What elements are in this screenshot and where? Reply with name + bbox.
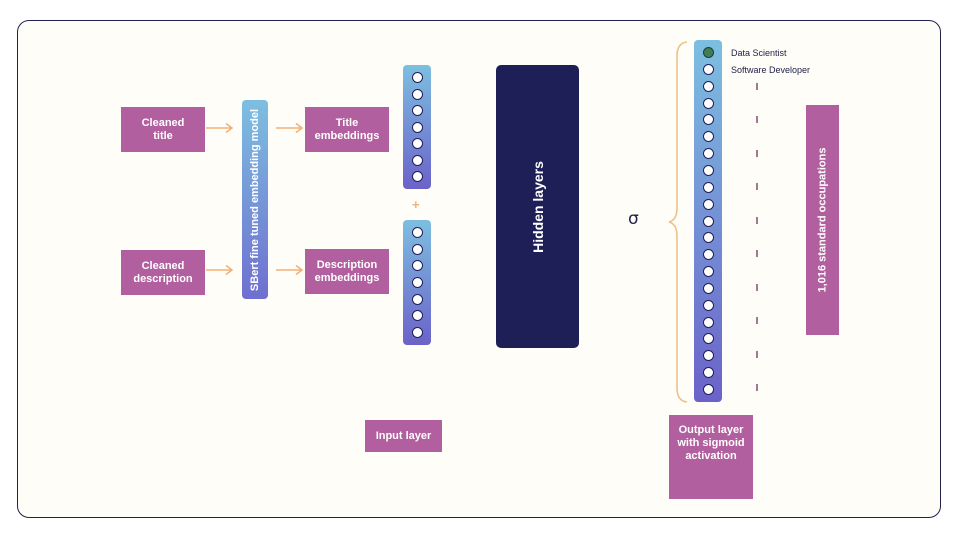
ellipsis-mark bbox=[756, 183, 758, 191]
sbert-model-label: SBert fine tuned embedding model bbox=[249, 108, 261, 291]
title-embeddings-box: Title embeddings bbox=[305, 107, 389, 152]
output-node bbox=[702, 114, 714, 126]
description-embedding-node bbox=[411, 260, 423, 272]
title-embedding-node bbox=[411, 105, 423, 116]
ellipsis-mark bbox=[756, 116, 758, 124]
description-embeddings-box: Description embeddings bbox=[305, 249, 389, 294]
output-node bbox=[702, 63, 714, 75]
output-node bbox=[702, 148, 714, 160]
cleaned-title-box: Cleaned title bbox=[121, 107, 205, 152]
ellipsis-mark bbox=[756, 283, 758, 291]
hidden-layers-label: Hidden layers bbox=[529, 160, 546, 253]
node-label-data-scientist: Data Scientist bbox=[731, 48, 787, 58]
standard-occupations-box: 1,016 standard occupations bbox=[806, 105, 839, 335]
description-embedding-node bbox=[411, 277, 423, 288]
output-layer-label: Output layer with sigmoid activation bbox=[677, 424, 745, 462]
input-layer-label: Input layer bbox=[375, 429, 432, 442]
output-node bbox=[702, 80, 714, 92]
description-embedding-node bbox=[411, 293, 423, 305]
output-node bbox=[702, 164, 714, 176]
output-node bbox=[702, 266, 714, 278]
output-node bbox=[702, 97, 714, 109]
title-embedding-node bbox=[411, 138, 423, 149]
ellipsis-mark bbox=[756, 83, 758, 90]
node-label-software-developer: Software Developer bbox=[731, 65, 811, 75]
cleaned-title-label: Cleaned title bbox=[141, 116, 185, 142]
output-node-active bbox=[702, 47, 714, 58]
description-embedding-node bbox=[411, 243, 423, 255]
output-node bbox=[702, 181, 714, 193]
output-brace-icon bbox=[668, 41, 688, 403]
output-layer-label-box: Output layer with sigmoid activation bbox=[669, 415, 753, 499]
title-embedding-node bbox=[411, 88, 423, 100]
description-embedding-node bbox=[411, 327, 423, 338]
arrow-description-to-model bbox=[206, 264, 234, 276]
output-node bbox=[702, 131, 714, 143]
title-embedding-node bbox=[411, 121, 423, 133]
arrow-model-to-title-embeddings bbox=[276, 122, 304, 134]
standard-occupations-label: 1,016 standard occupations bbox=[816, 147, 829, 293]
arrow-title-to-model bbox=[206, 122, 234, 134]
arrow-model-to-description-embeddings bbox=[276, 264, 304, 276]
output-node bbox=[702, 299, 714, 311]
title-embedding-node bbox=[411, 72, 423, 83]
output-node bbox=[702, 198, 714, 210]
hidden-layers-box: Hidden layers bbox=[496, 65, 579, 348]
ellipsis-mark bbox=[756, 149, 758, 157]
cleaned-description-label: Cleaned description bbox=[133, 259, 193, 285]
description-embedding-vector bbox=[403, 220, 431, 345]
input-layer-label-box: Input layer bbox=[365, 420, 442, 452]
output-node bbox=[702, 350, 714, 362]
ellipsis-mark bbox=[756, 317, 758, 325]
title-embedding-vector bbox=[403, 65, 431, 189]
output-node bbox=[702, 249, 714, 261]
ellipsis-mark bbox=[756, 384, 758, 391]
cleaned-description-box: Cleaned description bbox=[121, 250, 205, 295]
description-embedding-node bbox=[411, 310, 423, 322]
title-embeddings-label: Title embeddings bbox=[314, 116, 380, 142]
title-embedding-node bbox=[411, 171, 423, 182]
ellipsis-mark bbox=[756, 250, 758, 258]
output-node bbox=[702, 215, 714, 227]
output-node bbox=[702, 367, 714, 379]
sbert-model-box: SBert fine tuned embedding model bbox=[242, 100, 268, 299]
sigma-symbol: σ bbox=[628, 209, 639, 229]
ellipsis-mark bbox=[756, 350, 758, 358]
description-embeddings-label: Description embeddings bbox=[314, 258, 380, 284]
ellipsis-mark bbox=[756, 216, 758, 224]
title-embedding-node bbox=[411, 154, 423, 166]
output-node bbox=[702, 333, 714, 345]
plus-sign: + bbox=[412, 197, 420, 212]
output-node bbox=[702, 232, 714, 244]
output-node bbox=[702, 384, 714, 395]
output-node bbox=[702, 282, 714, 294]
output-node bbox=[702, 316, 714, 328]
output-layer-vector bbox=[694, 40, 722, 402]
description-embedding-node bbox=[411, 227, 423, 238]
